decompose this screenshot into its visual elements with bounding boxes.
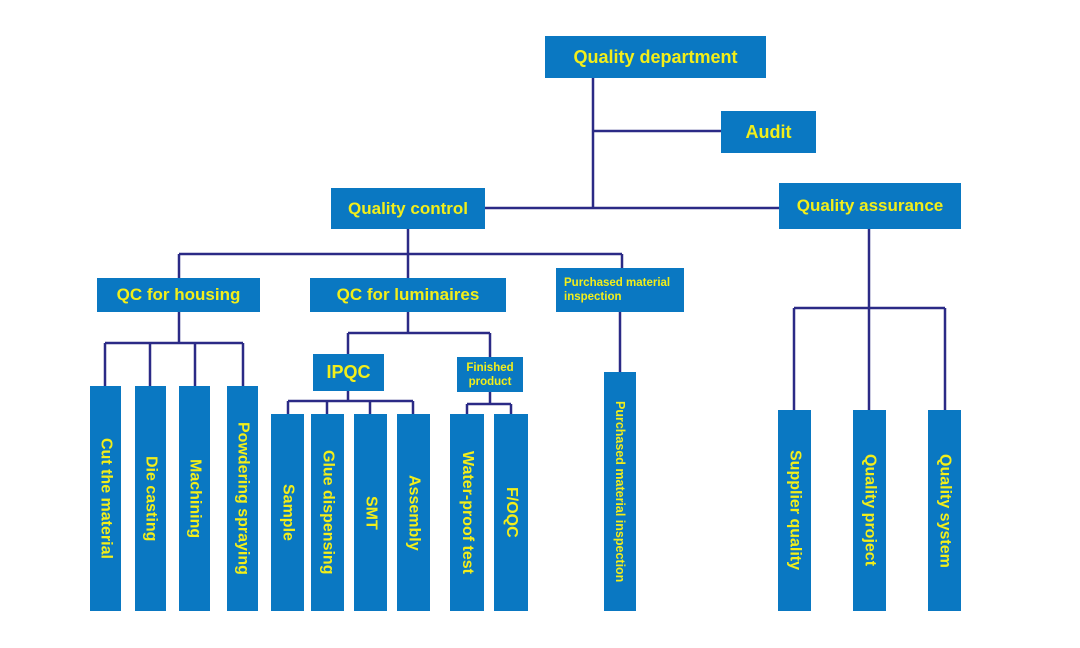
finished-product-box: Finished product bbox=[457, 357, 523, 392]
ipqc-label: IPQC bbox=[326, 362, 371, 382]
supplier-quality-label: Supplier quality bbox=[786, 450, 804, 571]
quality-department-label: Quality department bbox=[573, 46, 738, 67]
qc-luminaires-box: QC for luminaires bbox=[310, 278, 506, 312]
die-casting-label: Die casting bbox=[142, 455, 160, 542]
leaf-machining: Machining bbox=[179, 386, 210, 611]
quality-assurance-box: Quality assurance bbox=[779, 183, 961, 229]
finished-product-label: Finished product bbox=[466, 361, 514, 388]
waterproof-label: Water-proof test bbox=[459, 451, 476, 574]
smt-label: SMT bbox=[362, 495, 380, 530]
quality-project-label: Quality project bbox=[861, 454, 879, 567]
qc-luminaires-label: QC for luminaires bbox=[336, 285, 480, 304]
leaf-smt: SMT bbox=[354, 414, 387, 611]
assembly-label: Assembly bbox=[405, 474, 423, 551]
quality-assurance-label: Quality assurance bbox=[796, 196, 944, 215]
leaf-foqc: F/OQC bbox=[494, 414, 528, 611]
quality-system-label: Quality system bbox=[936, 453, 954, 568]
leaf-waterproof-test: Water-proof test bbox=[450, 414, 484, 611]
leaf-cut-material: Cut the material bbox=[90, 386, 121, 611]
leaf-quality-project: Quality project bbox=[853, 410, 886, 611]
leaf-glue-dispensing: Glue dispensing bbox=[311, 414, 344, 611]
sample-label: Sample bbox=[279, 484, 297, 541]
leaf-powdering-spraying: Powdering spraying bbox=[227, 386, 258, 611]
purchased-inspection-label: Purchased material inspection bbox=[613, 400, 627, 583]
qc-housing-label: QC for housing bbox=[116, 285, 241, 304]
ipqc-box: IPQC bbox=[313, 354, 384, 391]
qc-housing-box: QC for housing bbox=[97, 278, 260, 312]
leaf-quality-system: Quality system bbox=[928, 410, 961, 611]
leaf-supplier-quality: Supplier quality bbox=[778, 410, 811, 611]
quality-control-label: Quality control bbox=[348, 198, 468, 218]
leaf-die-casting: Die casting bbox=[135, 386, 166, 611]
audit-box: Audit bbox=[721, 111, 816, 153]
powdering-label: Powdering spraying bbox=[234, 422, 252, 575]
machining-label: Machining bbox=[186, 458, 204, 539]
purchased-material-label: Purchased material inspection bbox=[564, 277, 671, 303]
purchased-material-box: Purchased material inspection bbox=[556, 268, 684, 312]
cut-material-label: Cut the material bbox=[97, 438, 115, 559]
quality-department-box: Quality department bbox=[545, 36, 766, 78]
leaf-purchased-material-inspection: Purchased material inspection bbox=[604, 372, 636, 611]
leaf-sample: Sample bbox=[271, 414, 304, 611]
leaf-assembly: Assembly bbox=[397, 414, 430, 611]
foqc-label: F/OQC bbox=[503, 487, 520, 538]
glue-label: Glue dispensing bbox=[319, 450, 337, 575]
audit-label: Audit bbox=[745, 121, 792, 142]
quality-control-box: Quality control bbox=[331, 188, 485, 229]
